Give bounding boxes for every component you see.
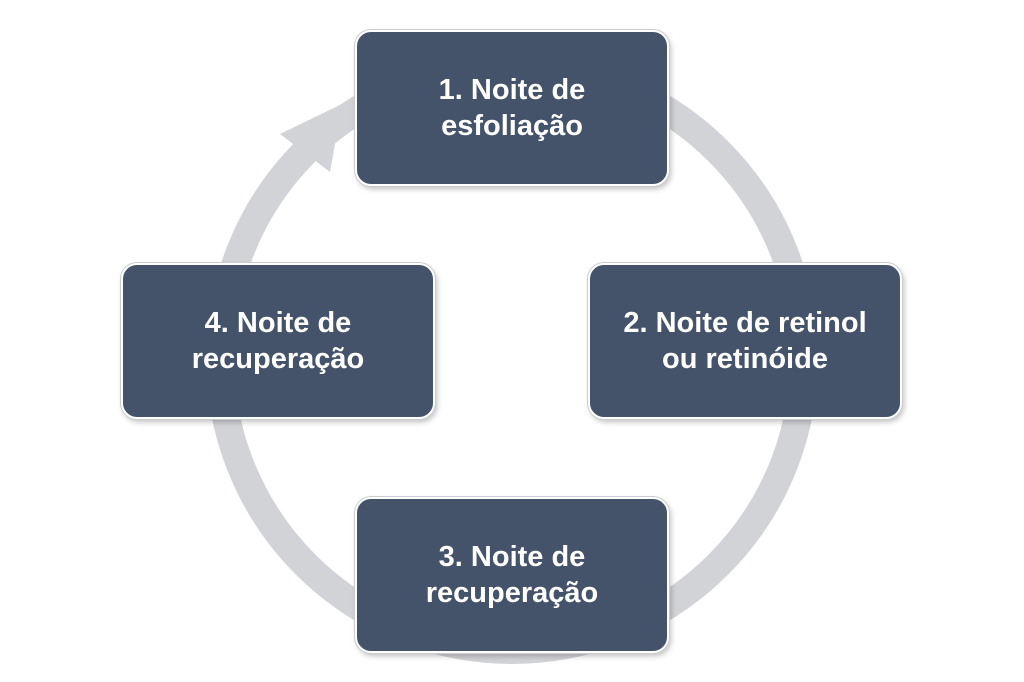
- step-3-label: 3. Noite de recuperação: [425, 541, 599, 609]
- step-4-box: 4. Noite de recuperação: [121, 263, 435, 419]
- step-4-label: 4. Noite de recuperação: [191, 307, 365, 375]
- step-2-label: 2. Noite de retinol ou retinóide: [623, 307, 867, 375]
- step-3-box: 3. Noite de recuperação: [355, 497, 669, 653]
- step-1-label: 1. Noite de esfoliação: [438, 74, 586, 142]
- cycle-arrowhead-icon: [280, 104, 342, 172]
- step-2-box: 2. Noite de retinol ou retinóide: [588, 263, 902, 419]
- step-1-box: 1. Noite de esfoliação: [355, 30, 669, 186]
